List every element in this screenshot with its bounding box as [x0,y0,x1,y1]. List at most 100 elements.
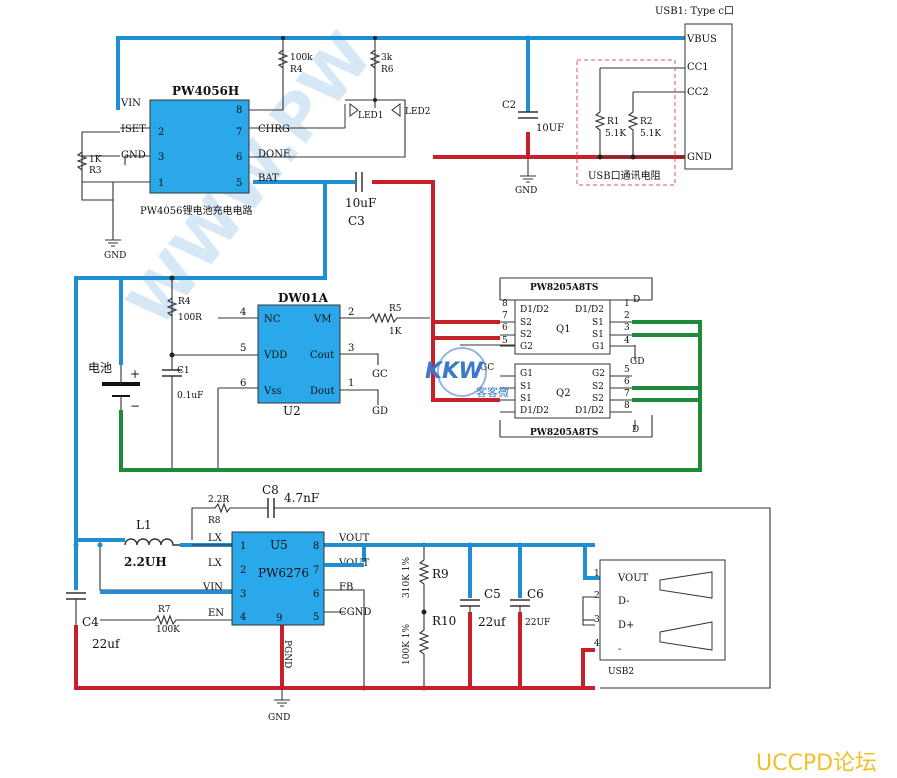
q1-right-1: S1 [592,318,604,328]
q2-left-0: G1 [520,369,533,379]
r9-resistor [418,559,430,595]
r2-name: R2 [640,117,653,127]
pw6276-label-en: EN [208,608,224,619]
c2-name: C2 [502,100,516,111]
junction-dot [373,36,377,40]
q2-pin-6: 6 [624,377,630,387]
led-wires [344,104,406,128]
junction-dot [169,275,175,281]
dw01a-pin-5: 5 [240,343,246,354]
dw01a-pin-3: 3 [348,343,354,354]
pw6276-pin-7: 7 [313,565,319,576]
c8-value: 4.7nF [284,491,319,505]
pw6276-ref: U5 [270,538,288,552]
battery-minus: − [130,399,140,413]
q1-pin-1: 1 [624,299,630,309]
dw01a-pin-4: 4 [240,307,246,318]
junction-dot [361,685,367,691]
c1-name: C1 [177,366,190,376]
dw01a-pin-1: 1 [348,378,354,389]
cc-box-label: USB口通讯电阻 [588,169,661,182]
q2-right-0: G2 [592,369,605,379]
junction-dot [517,542,523,548]
r9-value: 310K 1% [402,557,412,598]
q2-d-label: D [632,425,639,435]
pw6276-label-fb: FB [339,582,353,593]
pw4056h-label-chrg: CHRG [258,124,290,135]
r4-value: 100k [290,53,313,63]
usb-a-body [599,559,726,661]
c6-name: C6 [527,587,544,601]
c4-value: 22uf [92,637,121,651]
r5-value: 1K [389,327,402,337]
q2-pin-5: 5 [624,365,630,375]
pw6276-boost: U5 PW6276 LX LX VIN EN 1 2 3 4 8 7 6 5 V… [66,483,550,723]
r8-resistor [214,502,232,514]
q1-right-3: G1 [592,342,605,352]
c2-gnd-label: GND [515,186,537,196]
pw4056h-subtitle: PW4056锂电池充电电路 [140,204,252,217]
r10-name: R10 [432,614,456,628]
usb-a-contact-bottom [659,621,713,651]
kkw-sub: 客客微 [476,385,509,399]
dw-r4-name: R4 [178,297,191,307]
c5-value: 22uf [478,615,507,629]
junction-dot [597,154,603,160]
led2-label: LED2 [405,107,431,117]
q1-pin-7: 7 [502,311,508,321]
dw01a-body [257,304,341,404]
pw6276-label-vin: VIN [202,582,223,593]
q2-part-label: PW8205A8TS [530,428,598,438]
q1-left-3: G2 [520,342,533,352]
dw01a-label-dout: Dout [310,386,335,397]
r10-resistor [418,620,430,660]
c8-name: C8 [262,483,279,497]
c3-value: 10uF [345,196,376,210]
l1-name: L1 [136,518,152,532]
r5-resistor [369,312,405,324]
battery-plus: + [130,367,140,381]
pw6276-pin-5: 5 [313,612,319,623]
boost-gnd-symbol [274,688,290,707]
junction-dot [373,98,377,102]
kkw-text: KKW [425,359,485,384]
q1-gd-label: GD [630,357,644,367]
battery: 电池 + − [88,361,140,413]
r3-resistor [76,151,88,171]
usb-a-connector: 1 2 3 4 VOUT D- D+ - USB2 [594,559,726,677]
r1-name: R1 [607,117,620,127]
q2-left-1: S1 [520,382,532,392]
dw01a-pin-6: 6 [240,378,246,389]
pw6276-label-lx1: LX [208,533,223,544]
blue-wires [74,36,685,598]
r4-100k-resistor [277,49,289,69]
pw4056h-pin-2: 2 [158,127,164,138]
c2-gnd-symbol [520,157,536,183]
usb-c-connector: USB1: Type c口 VBUS CC1 CC2 GND R1 5.1K R… [576,6,734,186]
led1-label: LED1 [358,111,384,121]
dw-r4-value: 100R [178,313,202,323]
usb-c-pin-gnd: GND [687,152,712,163]
pw6276-name: PW6276 [258,566,309,580]
pw4056h-pin-5: 5 [236,178,242,189]
usb-c-pin-cc1: CC1 [687,62,709,73]
pw6276-label-cgnd: CGND [339,607,371,618]
pw6276-pin-9: 9 [276,613,282,624]
pw4056h-label-done: DONE [258,149,290,160]
q2-right-2: S2 [592,394,604,404]
q1-part-label: PW8205A8TS [530,283,598,293]
q1-left-2: S2 [520,330,532,340]
boost-gnd-label: GND [268,713,290,723]
kkw-ring [437,347,487,397]
pw4056h-pin-3: 3 [158,152,164,163]
junction-dot [467,542,473,548]
pw4056h-label-gnd: GND [121,150,146,161]
junction-dot [421,542,427,548]
charger-gnd-label: GND [104,251,126,261]
forum-label: UCCPD论坛 [756,751,877,776]
r3-value: 1K [89,155,102,165]
usb-a-contact-top [659,571,713,599]
usb-a-label-gnd: - [618,644,621,655]
c4-capacitor [66,592,86,600]
usb-a-pin-1: 1 [594,569,600,579]
